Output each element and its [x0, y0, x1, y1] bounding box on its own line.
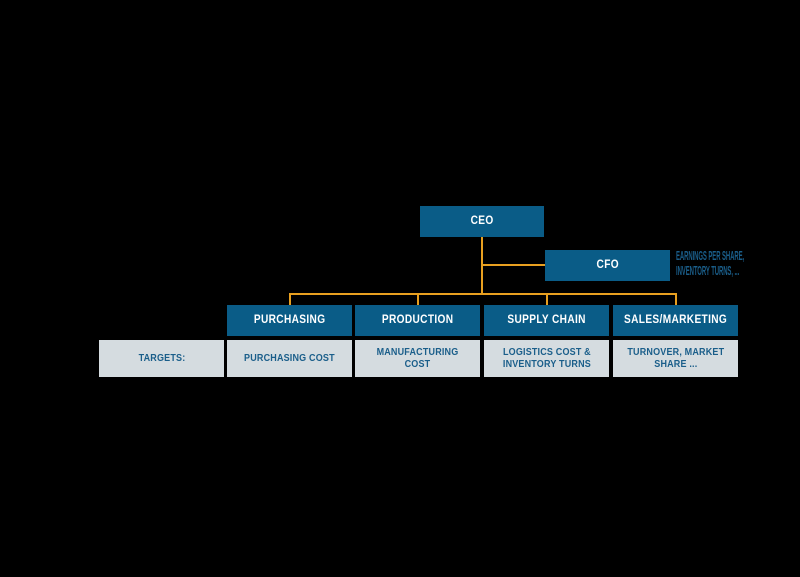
- target-cell-sales-marketing-label: TURNOVER, MARKET SHARE ...: [627, 347, 724, 370]
- connector-stub-production: [417, 293, 419, 306]
- cfo-kpi-annotation-line-1: EARNINGS PER SHARE,: [676, 248, 745, 263]
- target-cell-production-label: MANUFACTURING COST: [376, 347, 459, 370]
- node-ceo-label: CEO: [470, 215, 494, 228]
- node-cfo-label: CFO: [596, 259, 619, 272]
- node-ceo: CEO: [420, 206, 544, 237]
- targets-row-legend: TARGETS:: [99, 340, 224, 377]
- targets-row-legend-label: TARGETS:: [138, 352, 185, 364]
- node-supply-chain: SUPPLY CHAIN: [484, 305, 609, 336]
- node-purchasing: PURCHASING: [227, 305, 352, 336]
- target-cell-purchasing-label: PURCHASING COST: [244, 352, 335, 364]
- node-production-label: PRODUCTION: [381, 314, 454, 327]
- connector-stub-supply-chain: [546, 293, 548, 306]
- cfo-kpi-annotation: EARNINGS PER SHARE, INVENTORY TURNS, ...: [676, 246, 800, 280]
- connector-department-bus: [289, 293, 677, 295]
- node-supply-chain-label: SUPPLY CHAIN: [507, 314, 586, 327]
- target-cell-production: MANUFACTURING COST: [355, 340, 480, 377]
- connector-stub-purchasing: [289, 293, 291, 306]
- connector-ceo-to-cfo: [481, 264, 546, 266]
- cfo-kpi-annotation-line-2: INVENTORY TURNS, ...: [676, 263, 740, 278]
- target-cell-purchasing: PURCHASING COST: [227, 340, 352, 377]
- target-cell-supply-chain: LOGISTICS COST & INVENTORY TURNS: [484, 340, 609, 377]
- node-sales-marketing-label: SALES/MARKETING: [623, 314, 728, 327]
- connector-stub-sales-marketing: [675, 293, 677, 306]
- connector-ceo-trunk: [481, 237, 483, 295]
- target-cell-supply-chain-label: LOGISTICS COST & INVENTORY TURNS: [502, 347, 591, 370]
- node-production: PRODUCTION: [355, 305, 480, 336]
- node-cfo: CFO: [545, 250, 670, 281]
- node-sales-marketing: SALES/MARKETING: [613, 305, 738, 336]
- target-cell-sales-marketing: TURNOVER, MARKET SHARE ...: [613, 340, 738, 377]
- node-purchasing-label: PURCHASING: [253, 314, 326, 327]
